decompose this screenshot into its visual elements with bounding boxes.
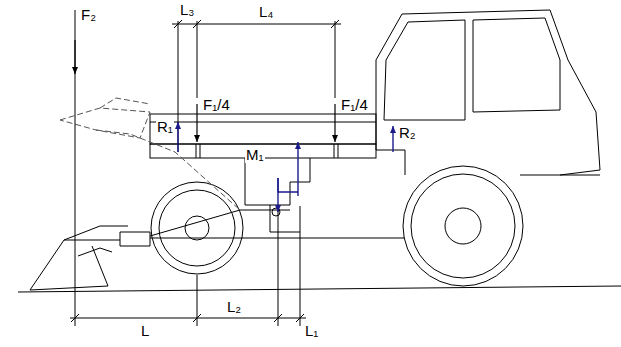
dimension-label: L₃ (179, 1, 195, 18)
dimension-label: R₂ (398, 124, 417, 141)
dimension-label: R₁ (156, 118, 174, 135)
dimension-label: L₂ (226, 298, 242, 315)
dimension-label: L₄ (258, 3, 274, 20)
dimension-label: M₁ (245, 146, 265, 163)
dimension-label: F₂ (80, 6, 97, 23)
dimension-label: L₁ (304, 322, 319, 339)
dimension-label: L (140, 322, 150, 339)
dimension-label: F₁/4 (202, 96, 231, 113)
dimension-label: F₁/4 (340, 96, 369, 113)
